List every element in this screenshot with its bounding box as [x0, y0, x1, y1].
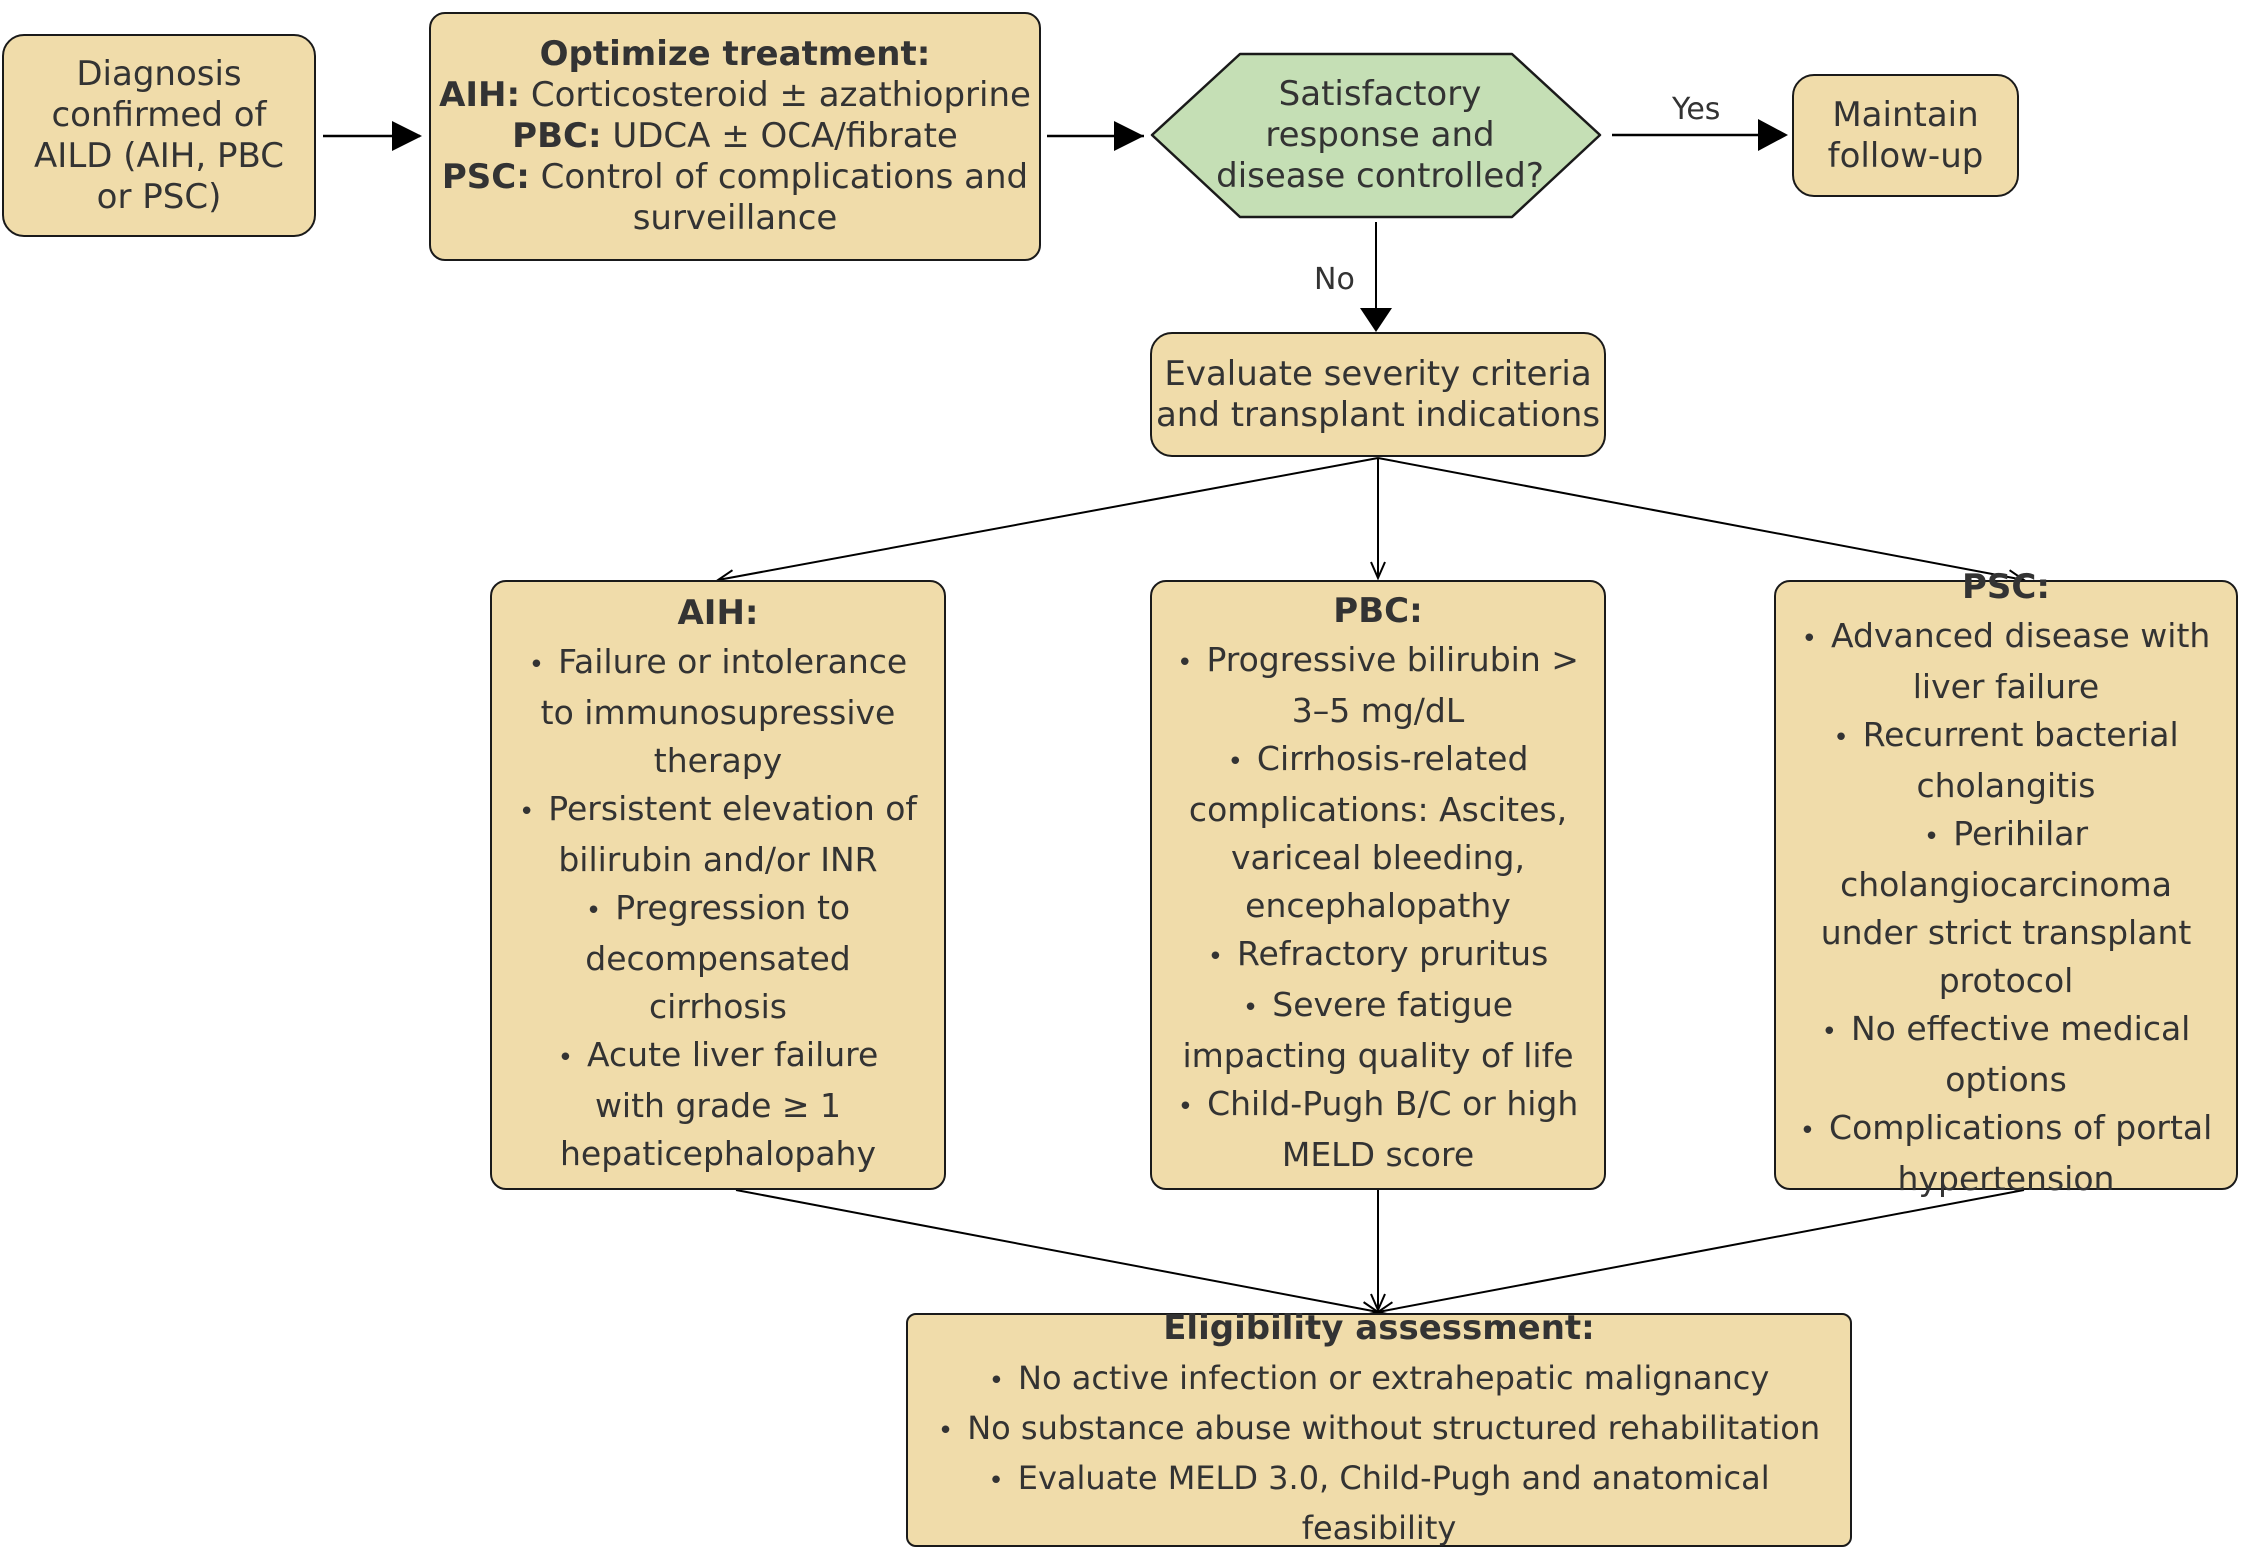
maintain-line: follow-up [1827, 135, 1984, 176]
pbc-item: •Progressive bilirubin > 3–5 mg/dL [1177, 640, 1579, 730]
pbc-criteria-node: PBC: •Progressive bilirubin > 3–5 mg/dL … [1150, 580, 1606, 1190]
eligibility-item: •Evaluate MELD 3.0, Child-Pugh and anato… [988, 1459, 1770, 1547]
row-key: PBC: [512, 116, 602, 156]
maintain-line: Maintain [1832, 94, 1979, 135]
eligibility-list: •No active infection or extrahepatic mal… [908, 1355, 1850, 1552]
pbc-item: •Refractory pruritus [1207, 934, 1549, 973]
edge-label-yes: Yes [1672, 92, 1721, 127]
psc-item: •Advanced disease with liver failure [1801, 616, 2211, 706]
decision-node: Satisfactory response and disease contro… [1200, 74, 1560, 197]
evaluate-line: Evaluate severity criteria [1164, 353, 1592, 394]
diagnosis-node: Diagnosis confirmed of AILD (AIH, PBC or… [2, 34, 316, 237]
eligibility-title: Eligibility assessment: [1163, 1308, 1595, 1348]
aih-list: •Failure or intolerance to immunosupress… [518, 638, 918, 1178]
row-key: AIH: [439, 75, 521, 115]
aih-item: •Persistent elevation of bilirubin and/o… [518, 788, 918, 879]
optimize-treatment-node: Optimize treatment: AIH: Corticosteroid … [429, 12, 1041, 261]
row-text: Control of complications and [529, 157, 1029, 197]
optimize-row-psc: PSC: Control of complications and [442, 157, 1028, 198]
evaluate-line: and transplant indications [1155, 394, 1601, 435]
optimize-title: Optimize treatment: [539, 34, 931, 74]
aih-criteria-node: AIH: •Failure or intolerance to immunosu… [490, 580, 946, 1190]
optimize-row-aih: AIH: Corticosteroid ± azathioprine [439, 75, 1031, 116]
aih-item: •Acute liver failure with grade ≥ 1 hepa… [557, 1034, 879, 1173]
pbc-item: •Severe fatigue impacting quality of lif… [1182, 985, 1574, 1075]
psc-item: •Complications of portal hypertension [1799, 1108, 2213, 1198]
arrow-to-psc [1377, 457, 2024, 580]
arrow-psc-to-eligibility [1378, 1189, 2025, 1312]
psc-item: •Recurrent bacterial cholangitis [1833, 715, 2179, 805]
eligibility-item: •No substance abuse without structured r… [937, 1409, 1821, 1447]
row-text: Corticosteroid ± azathioprine [520, 75, 1031, 115]
psc-title: PSC: [1962, 567, 2050, 607]
row-text: UDCA ± OCA/fibrate [601, 116, 958, 156]
eligibility-item: •No active infection or extrahepatic mal… [988, 1359, 1770, 1397]
diagnosis-line: confirmed of [51, 94, 267, 135]
pbc-title: PBC: [1333, 591, 1423, 631]
decision-line: Satisfactory [1278, 74, 1482, 114]
optimize-tail: surveillance [632, 198, 838, 238]
aih-item: •Failure or intolerance to immunosupress… [528, 641, 908, 780]
optimize-row-pbc: PBC: UDCA ± OCA/fibrate [512, 116, 958, 157]
pbc-item: •Cirrhosis-related complications: Ascite… [1188, 739, 1568, 925]
row-key: PSC: [441, 157, 530, 197]
diagnosis-line: Diagnosis [76, 53, 242, 94]
edge-label-no: No [1314, 262, 1355, 297]
aih-title: AIH: [677, 592, 759, 633]
maintain-followup-node: Maintain follow-up [1792, 74, 2019, 197]
aih-item: •Pregression to decompensated cirrhosis [585, 887, 851, 1026]
psc-item: •No effective medical options [1821, 1009, 2191, 1099]
decision-line: disease controlled? [1216, 156, 1544, 196]
psc-item: •Perihilar cholangiocarcinoma under stri… [1820, 814, 2192, 1000]
pbc-item: •Child-Pugh B/C or high MELD score [1177, 1084, 1579, 1174]
diagnosis-line: AILD (AIH, PBC [34, 135, 284, 176]
pbc-list: •Progressive bilirubin > 3–5 mg/dL •Cirr… [1173, 636, 1583, 1179]
decision-hexagon [1150, 52, 1602, 219]
psc-criteria-node: PSC: •Advanced disease with liver failur… [1774, 567, 2238, 1198]
diagnosis-line: or PSC) [96, 176, 222, 217]
eligibility-assessment-node: Eligibility assessment: •No active infec… [906, 1308, 1852, 1547]
evaluate-severity-node: Evaluate severity criteria and transplan… [1150, 332, 1606, 457]
arrow-to-aih [718, 457, 1379, 580]
decision-line: response and [1265, 115, 1495, 155]
psc-list: •Advanced disease with liver failure •Re… [1796, 612, 2216, 1203]
arrow-aih-to-eligibility [735, 1189, 1378, 1312]
